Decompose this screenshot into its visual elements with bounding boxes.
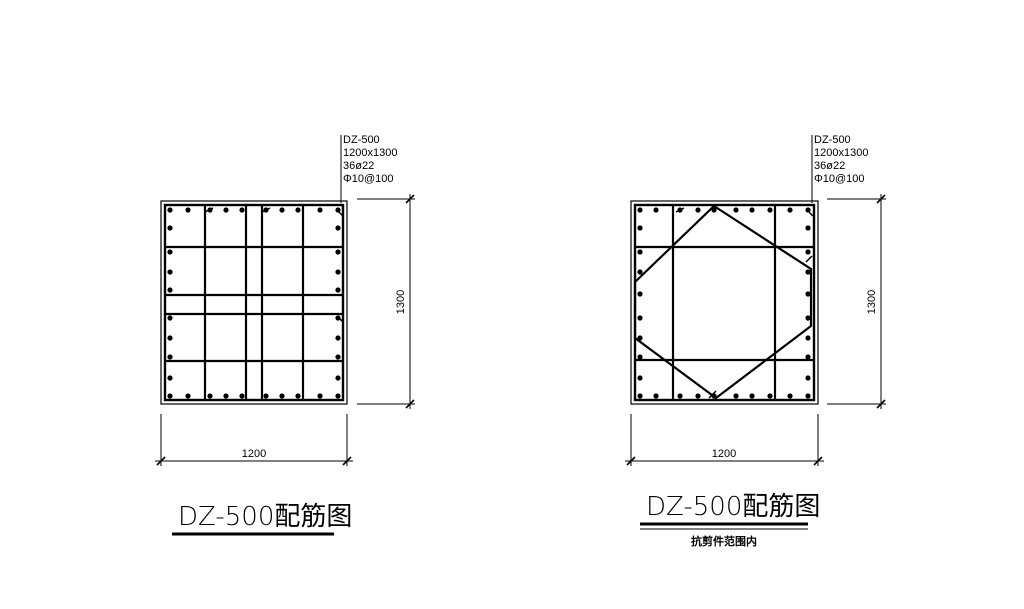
left-height-dimension [357, 194, 415, 409]
left-column-outline [160, 200, 348, 405]
right-note-stirrups: Φ10@100 [814, 173, 865, 185]
right-section-drawing: DZ-500 1200x1300 36ø22 Φ10@100 [625, 134, 886, 548]
left-note-column-id: DZ-500 [343, 134, 380, 146]
left-height-label: 1300 [395, 290, 407, 314]
left-section-drawing: DZ-500 1200x1300 36ø22 Φ10@100 [155, 134, 415, 536]
left-hooks [204, 207, 344, 323]
left-drawing-title: DZ-500配筋图 [178, 502, 352, 532]
right-drawing-title: DZ-500配筋图 [646, 492, 820, 522]
right-ties [635, 205, 814, 400]
left-note-stirrups: Φ10@100 [343, 173, 394, 185]
right-column-outline [630, 200, 819, 405]
right-height-dimension [827, 194, 886, 409]
right-width-label: 1200 [712, 448, 736, 460]
right-diamond-stirrup [633, 204, 813, 400]
left-note-main-bars: 36ø22 [343, 160, 374, 172]
left-note-size: 1200x1300 [343, 147, 397, 159]
right-width-dimension [625, 414, 824, 466]
right-note-size: 1200x1300 [814, 147, 868, 159]
right-note-column-id: DZ-500 [814, 134, 851, 146]
right-height-label: 1300 [866, 290, 878, 314]
right-rebar-bars [637, 207, 811, 399]
left-outer-stirrup [163, 203, 345, 402]
left-rebar-bars [167, 207, 341, 399]
left-width-label: 1200 [242, 448, 266, 460]
left-width-dimension [155, 414, 353, 466]
right-outer-stirrup [633, 203, 816, 402]
left-vertical-ties [203, 205, 305, 400]
left-horizontal-ties [165, 245, 343, 363]
right-note-main-bars: 36ø22 [814, 160, 845, 172]
right-drawing-subtitle: 抗剪件范围内 [691, 534, 757, 548]
right-hooks [675, 207, 814, 399]
